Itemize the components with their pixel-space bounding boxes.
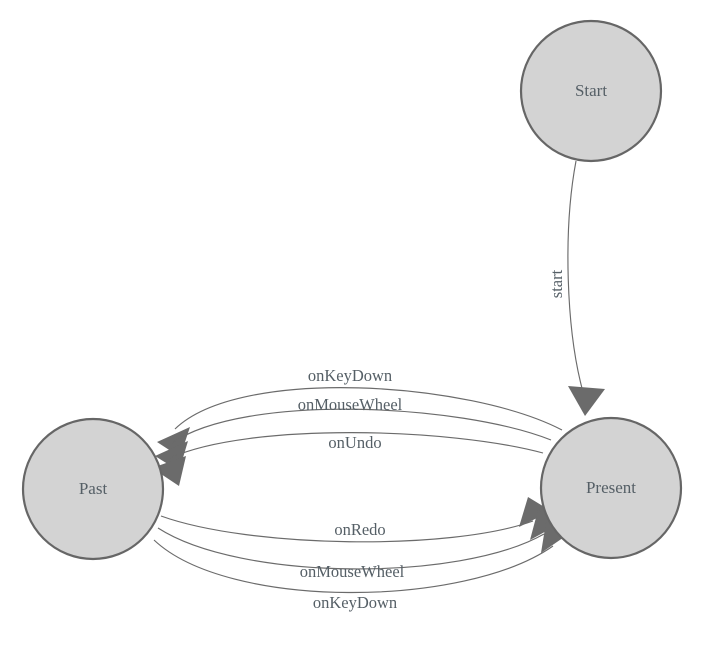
- node-start[interactable]: Start: [519, 19, 663, 163]
- edge-past-to-present-mousewheel[interactable]: onMouseWheel: [157, 510, 561, 581]
- edge-present-to-past-undo-path: [169, 432, 544, 459]
- edge-present-to-past-undo[interactable]: onUndo: [152, 432, 544, 486]
- arrowhead-past-to-present-mousewheel: [530, 510, 561, 540]
- edge-label-start: start: [547, 269, 566, 298]
- node-past[interactable]: Past: [21, 417, 165, 561]
- node-start-circle: [519, 19, 663, 163]
- edge-start-to-present[interactable]: start: [547, 160, 605, 416]
- node-past-circle: [21, 417, 165, 561]
- arrowhead-present-to-past-undo: [152, 456, 186, 486]
- edge-past-to-present-redo[interactable]: onRedo: [160, 497, 551, 543]
- edge-past-to-present-keydown-path: [153, 539, 554, 594]
- edge-label-onkeydown-bottom: onKeyDown: [313, 593, 397, 612]
- edge-present-to-past-keydown-path: [174, 387, 563, 431]
- edge-label-onundo: onUndo: [328, 433, 381, 452]
- node-present[interactable]: Present: [539, 416, 683, 560]
- edge-label-onmousewheel-top: onMouseWheel: [298, 395, 403, 414]
- node-present-circle: [539, 416, 683, 560]
- node-past-label: Past: [79, 479, 108, 498]
- edge-present-to-past-mousewheel-path: [171, 408, 552, 444]
- edge-past-to-present-mousewheel-path: [157, 527, 545, 570]
- edge-label-onmousewheel-bottom: onMouseWheel: [300, 562, 405, 581]
- edge-label-onkeydown-top: onKeyDown: [308, 366, 392, 385]
- node-start-label: Start: [575, 81, 607, 100]
- edge-label-onredo: onRedo: [334, 520, 385, 539]
- arrowhead-past-to-present-redo: [519, 497, 551, 527]
- edge-past-to-present-redo-path: [160, 515, 534, 543]
- edge-start-to-present-path: [567, 160, 584, 393]
- arrowhead-start-to-present: [568, 386, 605, 416]
- node-present-label: Present: [586, 478, 636, 497]
